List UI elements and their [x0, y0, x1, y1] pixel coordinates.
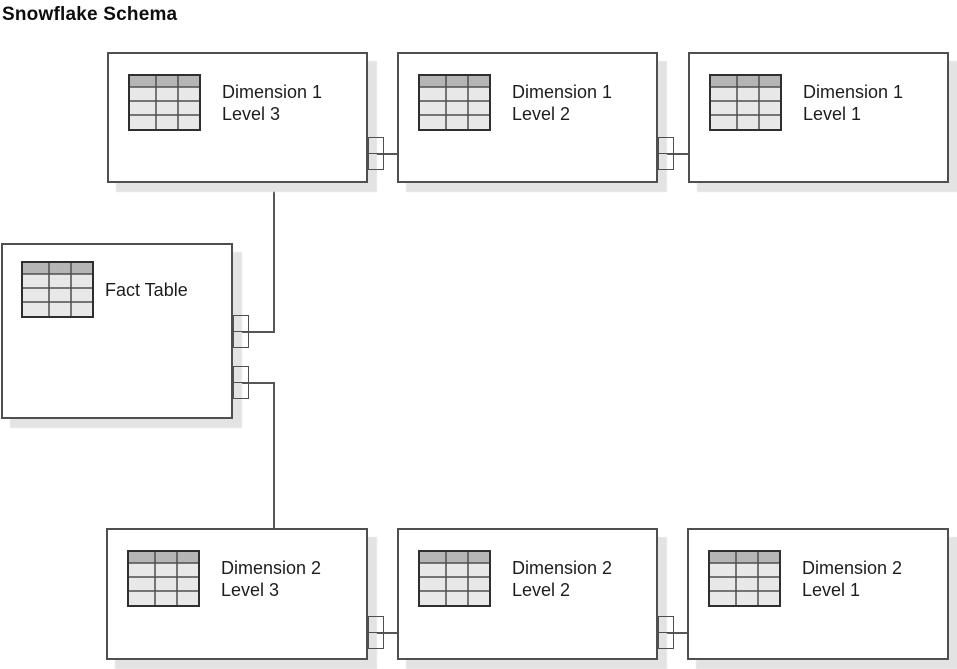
node-label: Dimension 1 Level 2	[512, 81, 612, 125]
node-content: Fact Table	[21, 261, 231, 318]
diagram-title: Snowflake Schema	[2, 4, 178, 25]
table-icon	[128, 74, 201, 131]
node-label-line1: Dimension 1	[803, 81, 904, 102]
connector-port-fact-lower	[233, 366, 249, 399]
connector-port-dim2l2-right	[658, 616, 674, 649]
table-icon	[708, 550, 781, 607]
node-label: Fact Table	[105, 279, 188, 301]
node-label-line1: Dimension 2	[221, 557, 322, 578]
connector-port-dim1l3-right	[368, 137, 384, 170]
edge-dim1l3-to-fact-vertical	[273, 183, 275, 333]
table-icon	[21, 261, 94, 318]
node-label: Dimension 1 Level 3	[222, 81, 322, 125]
port-square	[658, 152, 674, 170]
node-fact-table[interactable]: Fact Table	[1, 243, 233, 419]
node-dimension-2-level-1[interactable]: Dimension 2 Level 1	[687, 528, 949, 660]
connector-port-fact-upper	[233, 315, 249, 348]
node-label: Dimension 2 Level 2	[512, 557, 612, 601]
port-square	[368, 137, 384, 154]
edge-fact-to-dim2l3-vertical	[273, 382, 275, 528]
node-label-line1: Dimension 1	[512, 81, 613, 102]
table-icon	[418, 550, 491, 607]
port-square	[233, 366, 249, 383]
table-icon	[418, 74, 491, 131]
edge-fact-to-dim2l3-horizontal	[233, 382, 275, 384]
connector-port-dim2l3-right	[368, 616, 384, 649]
port-square	[233, 315, 249, 332]
node-dimension-1-level-1[interactable]: Dimension 1 Level 1	[688, 52, 949, 183]
node-dimension-1-level-3[interactable]: Dimension 1 Level 3	[107, 52, 368, 183]
node-dimension-2-level-2[interactable]: Dimension 2 Level 2	[397, 528, 658, 660]
node-label: Dimension 2 Level 3	[221, 557, 321, 601]
node-content: Dimension 2 Level 2	[418, 550, 656, 607]
port-square	[658, 631, 674, 649]
node-label: Dimension 2 Level 1	[802, 557, 902, 601]
node-dimension-2-level-3[interactable]: Dimension 2 Level 3	[106, 528, 368, 660]
port-square	[233, 381, 249, 399]
node-label-line2: Level 2	[512, 579, 571, 600]
node-label-line1: Dimension 2	[802, 557, 903, 578]
node-label-line1: Fact Table	[105, 279, 188, 300]
node-label-line2: Level 3	[222, 103, 281, 124]
node-label-line2: Level 3	[221, 579, 280, 600]
node-content: Dimension 2 Level 3	[127, 550, 366, 607]
port-square	[658, 616, 674, 633]
node-label-line2: Level 2	[512, 103, 571, 124]
node-label-line2: Level 1	[802, 579, 861, 600]
port-square	[368, 152, 384, 170]
edge-fact-to-dim1l3-horizontal	[233, 331, 275, 333]
table-icon	[709, 74, 782, 131]
connector-port-dim1l2-right	[658, 137, 674, 170]
node-label: Dimension 1 Level 1	[803, 81, 903, 125]
node-content: Dimension 1 Level 3	[128, 74, 366, 131]
port-square	[658, 137, 674, 154]
node-label-line1: Dimension 2	[512, 557, 613, 578]
node-content: Dimension 1 Level 2	[418, 74, 656, 131]
port-square	[368, 631, 384, 649]
port-square	[233, 330, 249, 348]
port-square	[368, 616, 384, 633]
node-label-line1: Dimension 1	[222, 81, 323, 102]
node-dimension-1-level-2[interactable]: Dimension 1 Level 2	[397, 52, 658, 183]
table-icon	[127, 550, 200, 607]
node-label-line2: Level 1	[803, 103, 862, 124]
node-content: Dimension 1 Level 1	[709, 74, 947, 131]
node-content: Dimension 2 Level 1	[708, 550, 947, 607]
